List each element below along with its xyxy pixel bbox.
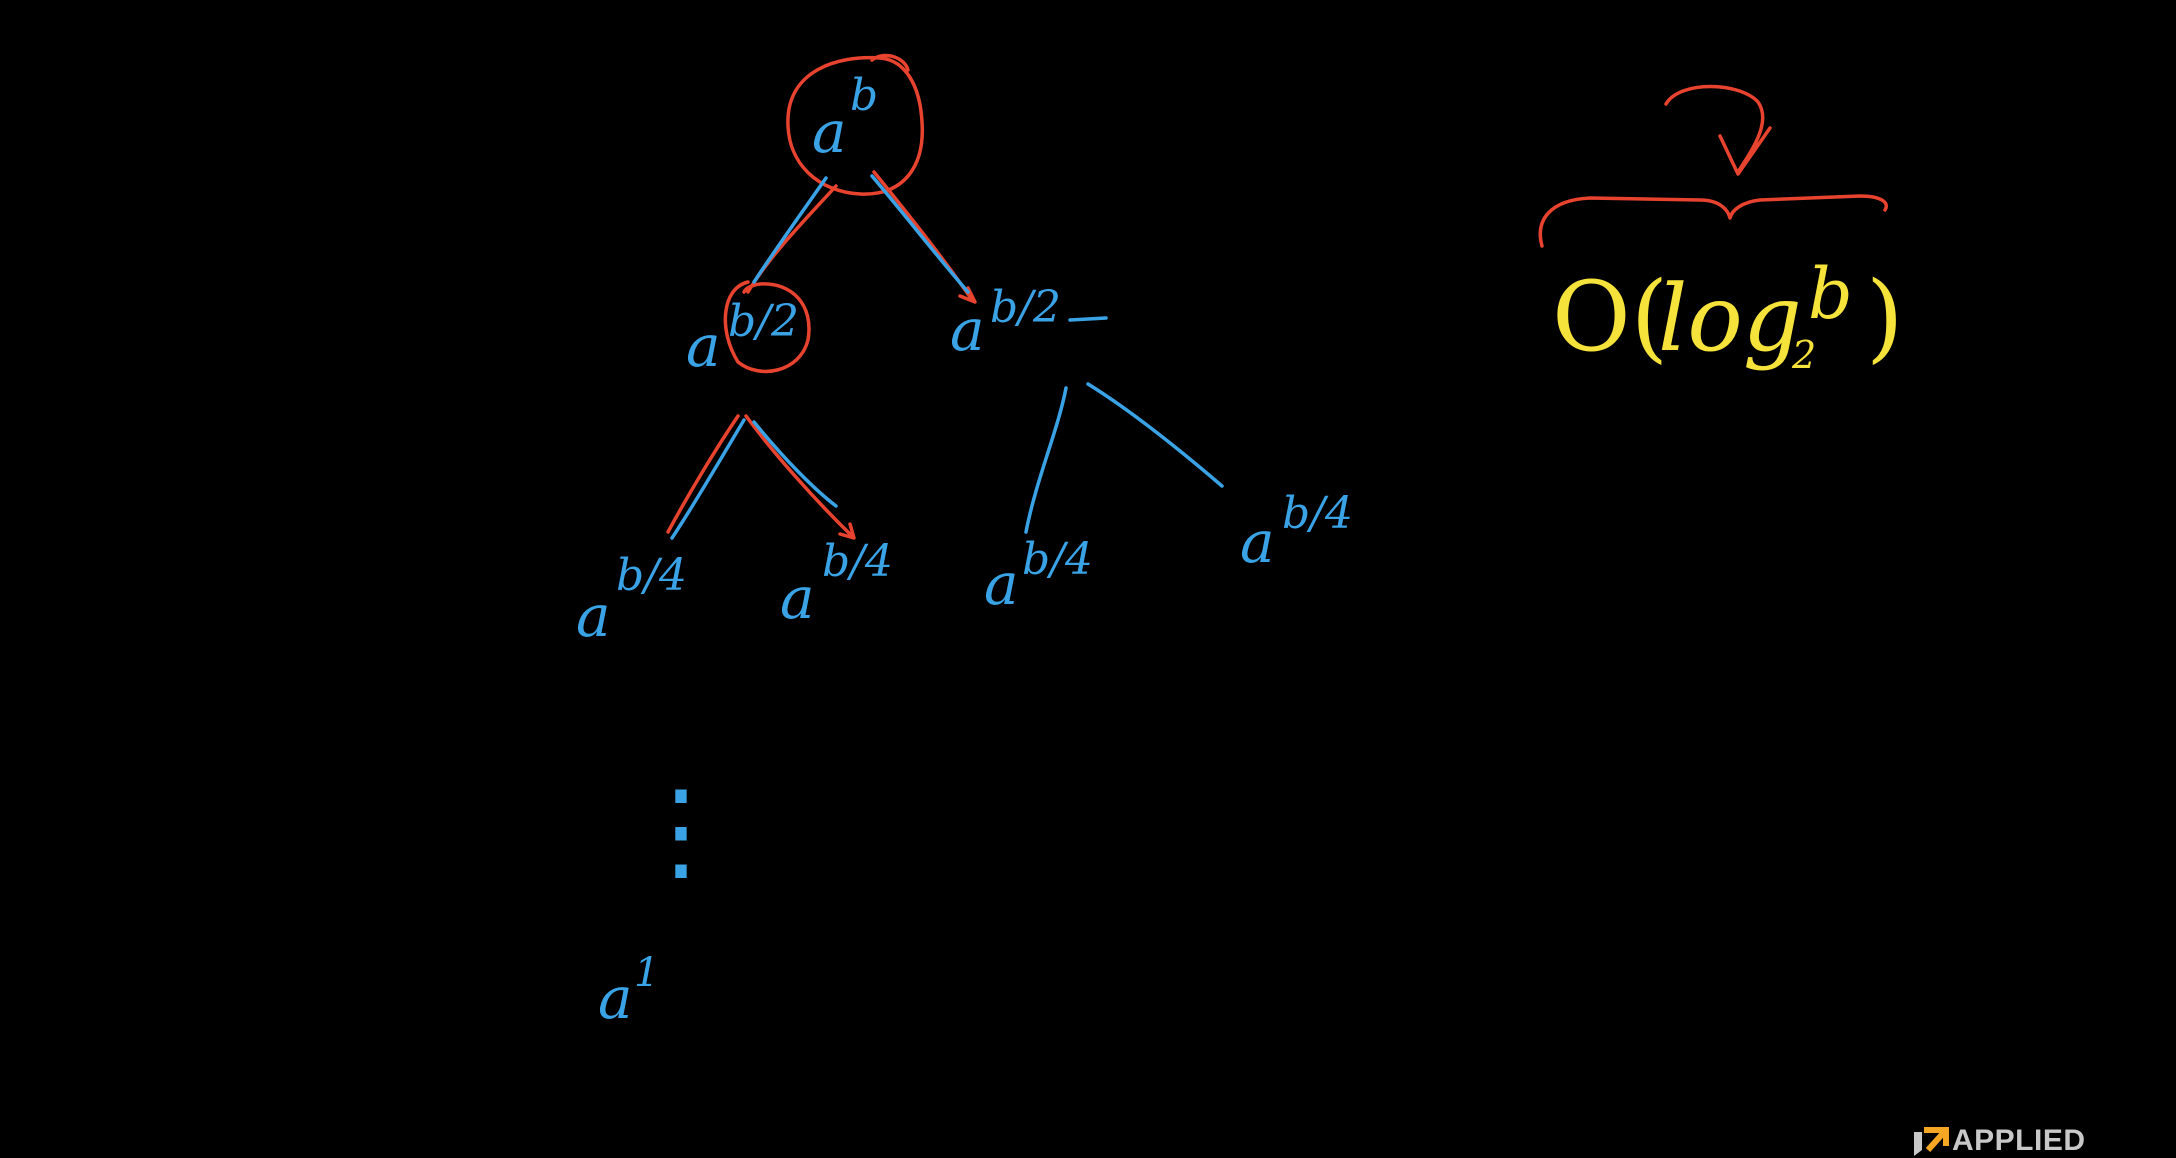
red-edge-left-to-lr <box>744 414 856 540</box>
root-highlight-circle <box>786 53 925 196</box>
complexity-suffix: ) <box>1866 261 1903 373</box>
complexity-log-base: 2 <box>1791 333 1816 377</box>
root-base: a <box>812 98 847 166</box>
arrow-corner-icon <box>1914 1127 1949 1156</box>
logo-text: APPLIED <box>1952 1124 2086 1157</box>
vertical-ellipsis: ⋮ <box>626 766 736 894</box>
edge-left-to-lr <box>752 420 838 508</box>
red-edge-root-to-left <box>746 184 838 294</box>
ll-base: a <box>576 582 611 650</box>
left-child-base: a <box>686 312 721 380</box>
underline-right-exponent <box>1068 316 1108 322</box>
edge-right-to-rl <box>1024 386 1068 534</box>
underbrace <box>1538 194 1888 248</box>
right-child-base: a <box>950 296 985 364</box>
rr-base: a <box>1240 508 1275 576</box>
edge-right-to-rr <box>1086 382 1224 488</box>
leaf-exponent: 1 <box>634 950 659 996</box>
curved-arrow <box>1664 84 1772 176</box>
complexity-prefix: O( <box>1552 261 1668 373</box>
red-edge-left-to-ll <box>666 414 740 534</box>
applied-logo: APPLIED <box>1912 1124 2176 1158</box>
complexity-argument: b <box>1808 253 1853 335</box>
lr-exponent: b/4 <box>822 536 893 587</box>
ll-exponent: b/4 <box>616 550 687 601</box>
root-exponent: b <box>850 70 878 121</box>
rl-base: a <box>984 550 1019 618</box>
edge-root-to-left <box>752 176 828 284</box>
edge-root-to-right <box>870 174 970 294</box>
lr-base: a <box>780 564 815 632</box>
leaf-base: a <box>598 964 633 1032</box>
left-child-exponent: b/2 <box>728 296 799 347</box>
right-child-exponent: b/2 <box>990 282 1061 333</box>
edge-left-to-ll <box>670 418 746 540</box>
left-child-highlight-circle <box>723 280 811 374</box>
rr-exponent: b/4 <box>1282 488 1353 539</box>
complexity-log: log <box>1658 265 1802 372</box>
rl-exponent: b/4 <box>1022 534 1093 585</box>
